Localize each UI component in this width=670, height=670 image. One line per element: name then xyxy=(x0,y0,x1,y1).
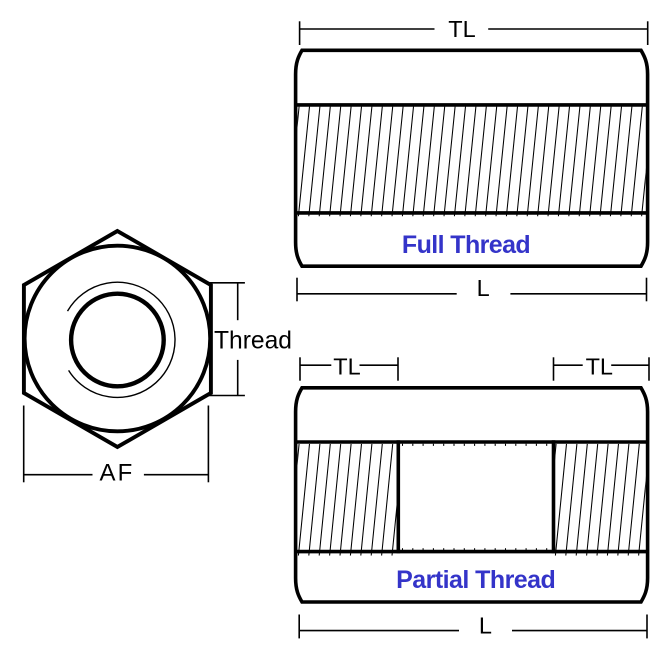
svg-text:Full Thread: Full Thread xyxy=(402,231,530,259)
svg-text:L: L xyxy=(477,275,490,301)
svg-text:AF: AF xyxy=(99,460,134,487)
svg-text:TL: TL xyxy=(448,16,475,42)
svg-text:Thread: Thread xyxy=(214,328,292,355)
svg-text:Partial Thread: Partial Thread xyxy=(396,566,555,594)
svg-text:TL: TL xyxy=(333,354,360,380)
svg-text:L: L xyxy=(479,612,492,638)
svg-text:TL: TL xyxy=(586,354,613,380)
